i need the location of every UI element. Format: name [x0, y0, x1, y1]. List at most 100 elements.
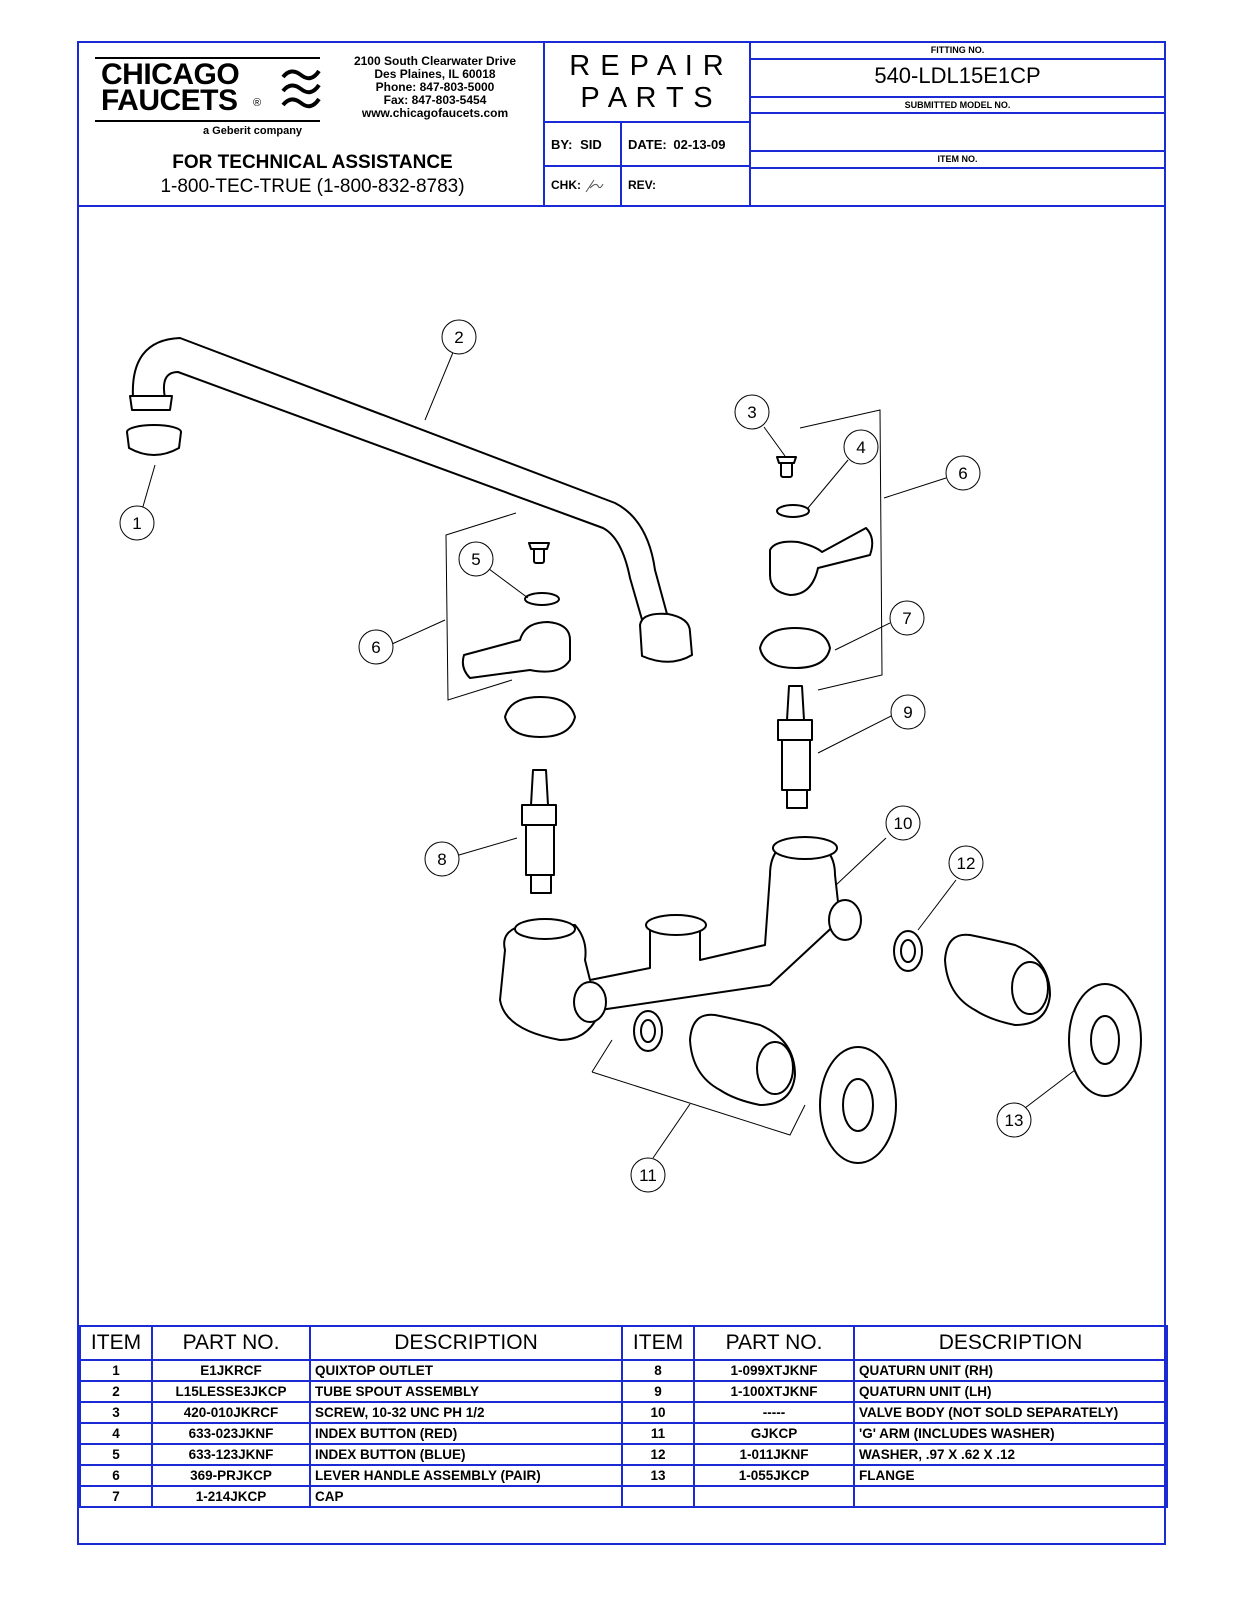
callout-label: 6 [371, 638, 380, 657]
item-number: 9 [621, 1380, 695, 1403]
callout-label: 11 [639, 1166, 657, 1185]
item-number: 10 [621, 1401, 695, 1424]
item-no-label: ITEM NO. [937, 154, 978, 164]
part-description: QUATURN UNIT (RH) [853, 1359, 1168, 1382]
item-number: 6 [79, 1464, 153, 1487]
part-description: FLANGE [853, 1464, 1168, 1487]
fitting-line [749, 112, 1166, 114]
header-item: ITEM [79, 1325, 153, 1361]
chk-field: CHK: [551, 178, 604, 194]
drawing-sheet [77, 41, 1166, 1545]
flange-right-drawing [1068, 983, 1142, 1097]
item-number: 13 [621, 1464, 695, 1487]
date-value: 02-13-09 [673, 137, 726, 152]
date-field: DATE: 02-13-09 [628, 137, 725, 152]
part-number: 1-214JKCP [151, 1485, 311, 1508]
callout-balloon [889, 600, 925, 636]
callout-balloon [996, 1102, 1032, 1138]
part-number: 633-123JKNF [151, 1443, 311, 1466]
callout-label: 2 [454, 328, 463, 347]
callout-balloon [948, 845, 984, 881]
fitting-line [749, 58, 1166, 60]
header-divider-1 [543, 41, 545, 207]
logo-line-1: CHICAGO [101, 58, 240, 91]
header-item: ITEM [621, 1325, 695, 1361]
part-number: GJKCP [693, 1422, 855, 1445]
fitting-line [749, 96, 1166, 98]
repair-title-line-2: P A R T S [580, 82, 714, 114]
by-field: BY: SID [551, 137, 602, 152]
part-number: E1JKRCF [151, 1359, 311, 1382]
header-part-no: PART NO. [693, 1325, 855, 1361]
by-value: SID [580, 137, 602, 152]
tech-assist-title: FOR TECHNICAL ASSISTANCE [172, 152, 453, 173]
callout-balloon [734, 394, 770, 430]
item-number: 12 [621, 1443, 695, 1466]
part-description: SCREW, 10-32 UNC PH 1/2 [309, 1401, 623, 1424]
fitting-line [749, 150, 1166, 152]
header-divider-2 [749, 41, 751, 207]
part-description: INDEX BUTTON (BLUE) [309, 1443, 623, 1466]
table-row: 5 633-123JKNF INDEX BUTTON (BLUE) 12 1-0… [79, 1443, 1168, 1466]
callout-label: 13 [1005, 1111, 1024, 1130]
parts-table-header: ITEM PART NO. DESCRIPTION ITEM PART NO. … [79, 1325, 1168, 1361]
part-number [693, 1485, 855, 1508]
quixtop-outlet-drawing [126, 424, 182, 456]
date-label: DATE: [628, 137, 667, 152]
callout-label: 8 [437, 850, 446, 869]
header-description: DESCRIPTION [309, 1325, 623, 1361]
registered-mark: ® [253, 97, 262, 109]
callout-label: 12 [957, 854, 976, 873]
chk-label: CHK: [551, 178, 581, 193]
callout-balloon [630, 1157, 666, 1193]
logo-line-2: FAUCETS [101, 84, 238, 117]
callout-balloon [945, 455, 981, 491]
table-row: 1 E1JKRCF QUIXTOP OUTLET 8 1-099XTJKNF Q… [79, 1359, 1168, 1382]
rev-label: REV: [628, 178, 657, 192]
exploded-parts-drawing: 2 1 3 4 6 5 6 7 9 8 10 12 11 13 [119, 319, 1142, 1193]
callout-balloon [843, 429, 879, 465]
callout-balloon [119, 505, 155, 541]
title-block-divider [620, 121, 622, 207]
left-handle-drawing [461, 542, 576, 738]
part-number: 369-PRJKCP [151, 1464, 311, 1487]
part-description: QUIXTOP OUTLET [309, 1359, 623, 1382]
part-description: VALVE BODY (NOT SOLD SEPARATELY) [853, 1401, 1168, 1424]
part-number: ----- [693, 1401, 855, 1424]
tagline: a Geberit company [203, 125, 303, 137]
parts-table: ITEM PART NO. DESCRIPTION ITEM PART NO. … [79, 1325, 1168, 1508]
part-description: 'G' ARM (INCLUDES WASHER) [853, 1422, 1168, 1445]
part-number: 1-099XTJKNF [693, 1359, 855, 1382]
callout-balloon [885, 805, 921, 841]
callout-label: 4 [856, 438, 865, 457]
part-number: L15LESSE3JKCP [151, 1380, 311, 1403]
flange-left-drawing [819, 1046, 897, 1164]
part-description: TUBE SPOUT ASSEMBLY [309, 1380, 623, 1403]
table-row: 3 420-010JKRCF SCREW, 10-32 UNC PH 1/2 1… [79, 1401, 1168, 1424]
item-number: 11 [621, 1422, 695, 1445]
table-row: 6 369-PRJKCP LEVER HANDLE ASSEMBLY (PAIR… [79, 1464, 1168, 1487]
callout-balloon [458, 541, 494, 577]
part-description: INDEX BUTTON (RED) [309, 1422, 623, 1445]
title-block-line [543, 165, 751, 167]
callout-label: 9 [903, 703, 912, 722]
website: www.chicagofaucets.com [361, 106, 509, 120]
valve-body-drawing [499, 836, 862, 1041]
tube-spout-drawing [129, 337, 693, 663]
callout-balloon [358, 629, 394, 665]
checker-signature [585, 179, 604, 193]
quaturn-unit-left-drawing [521, 769, 557, 894]
phone-number: Phone: 847-803-5000 [375, 80, 495, 94]
table-row: 2 L15LESSE3JKCP TUBE SPOUT ASSEMBLY 9 1-… [79, 1380, 1168, 1403]
item-number: 4 [79, 1422, 153, 1445]
g-arm-right-drawing [944, 933, 1051, 1026]
item-number: 8 [621, 1359, 695, 1382]
title-block-line [543, 121, 751, 123]
header-part-no: PART NO. [151, 1325, 311, 1361]
table-row: 4 633-023JKNF INDEX BUTTON (RED) 11 GJKC… [79, 1422, 1168, 1445]
fax-number: Fax: 847-803-5454 [383, 93, 487, 107]
part-description: LEVER HANDLE ASSEMBLY (PAIR) [309, 1464, 623, 1487]
part-description: CAP [309, 1485, 623, 1508]
item-number: 3 [79, 1401, 153, 1424]
callout-label: 7 [902, 609, 911, 628]
